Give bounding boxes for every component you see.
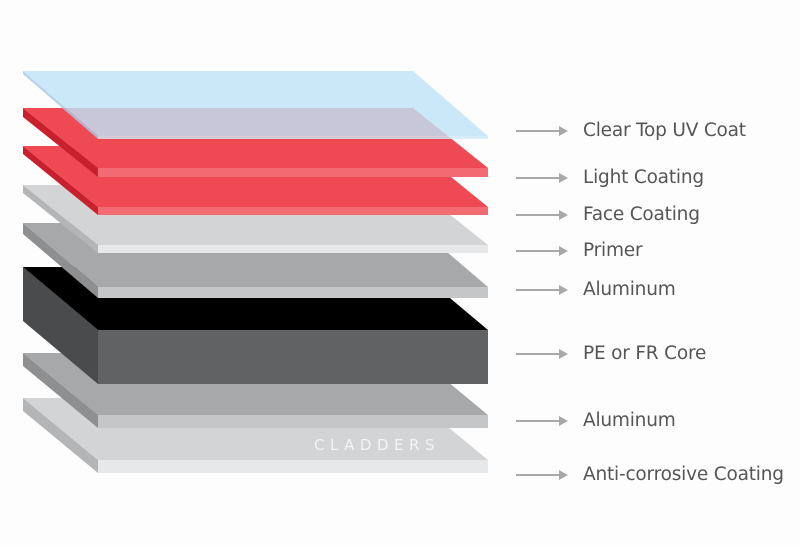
arrow-right-icon [516,126,568,136]
arrow-right-icon [516,173,568,183]
layer-0 [23,71,488,139]
layer-label: Face Coating [583,203,700,225]
layer-side-face [23,223,98,298]
layer-label: Anti-corrosive Coating [583,463,784,485]
arrow-right-icon [516,210,568,220]
layer-front-face [98,287,488,298]
layer-side-face [23,108,98,177]
arrow-right-icon [516,349,568,359]
layer-side-face [23,398,98,473]
layer-front-face [98,168,488,177]
layer-side-face [23,146,98,215]
arrow-right-icon [516,470,568,480]
layer-label: Primer [583,239,643,261]
layer-label: Light Coating [583,166,704,188]
arrow-right-icon [516,285,568,295]
layer-label: Aluminum [583,278,676,300]
layer-front-face [98,460,488,473]
layer-side-face [23,267,98,384]
layer-front-face [98,415,488,428]
layer-side-face [23,71,98,139]
layer-front-face [98,245,488,253]
arrow-right-icon [516,416,568,426]
layer-side-face [23,353,98,428]
layer-front-face [98,330,488,384]
layer-side-face [23,185,98,253]
layer-front-face [98,207,488,215]
layer-label: PE or FR Core [583,342,707,364]
arrow-right-icon [516,246,568,256]
layer-label: Clear Top UV Coat [583,119,746,141]
layer-label: Aluminum [583,409,676,431]
layer-front-face [98,136,488,139]
layer-top-face [23,71,488,136]
brand-watermark: CLADDERS [314,436,440,454]
